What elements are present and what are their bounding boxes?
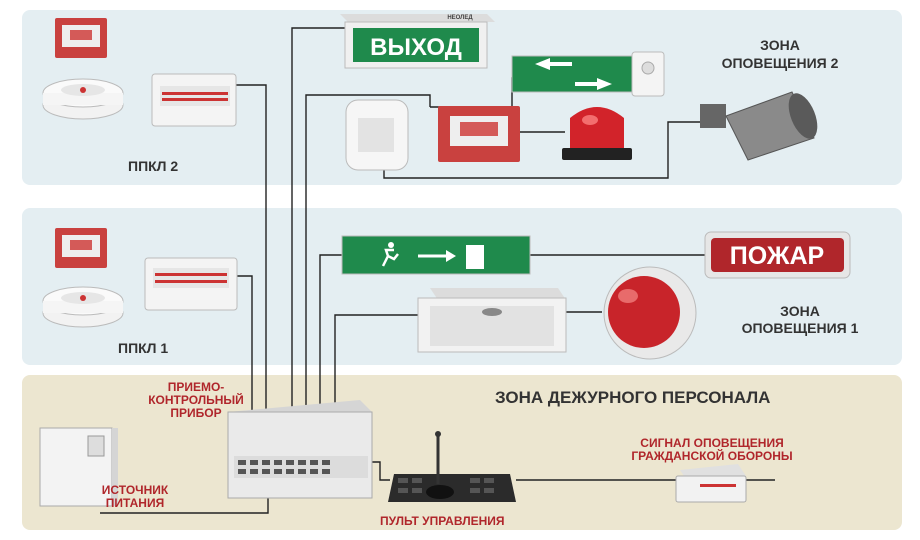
smoke-detector-2 [42,78,124,120]
control-panel-line1: ПРИЕМО- [167,380,225,394]
smoke-detector-1 [42,286,124,328]
manual-call-point-1 [55,228,107,268]
control-console [388,431,516,502]
exit-running-sign [341,235,531,275]
fire-panel-ppkl2 [151,73,237,127]
exit-sign-brand: НЕОЛЕД [447,15,473,21]
control-panel-line2: КОНТРОЛЬНЫЙ [148,393,244,407]
siren-zone1 [603,266,697,360]
zone-duty-background [22,375,902,530]
control-panel-line3: ПРИБОР [170,406,222,420]
manual-call-point-2 [55,18,107,58]
wire-zone2-horn [383,103,700,179]
wire-console [372,461,390,481]
arrow-exit-sign [511,51,665,97]
wall-speaker-zone1 [417,288,567,353]
wire-zone1-speaker [334,314,420,410]
exit-sign-top [340,14,495,69]
ppkl1-label: ППКЛ 1 [118,340,169,356]
red-beacon [562,107,632,160]
wire-ppkl1 [236,275,253,410]
horn-speaker [700,91,818,161]
alert-zone-2-line2: ОПОВЕЩЕНИЯ 2 [721,55,839,71]
alert-zone-1-line1: ЗОНА [780,303,820,319]
wire-zone2-a [305,94,431,410]
control-panel-device [227,400,373,499]
exit-sign-text: ВЫХОД [370,34,462,61]
civil-defense-label: СИГНАЛ ОПОВЕЩЕНИЯ ГРАЖДАНСКОЙ ОБОРОНЫ [612,437,812,463]
fire-sign-text: ПОЖАР [730,242,824,270]
control-panel-label: ПРИЕМО- КОНТРОЛЬНЫЙ ПРИБОР [136,381,256,420]
alert-zone-1-label: ЗОНА ОПОВЕЩЕНИЯ 1 [720,303,880,337]
power-source-line1: ИСТОЧНИК [101,483,169,497]
civil-defense-receiver [675,464,747,503]
alert-zone-2-label: ЗОНА ОПОВЕЩЕНИЯ 2 [700,36,860,72]
civil-defense-line2: ГРАЖДАНСКОЙ ОБОРОНЫ [631,449,793,463]
wire-ppkl2 [236,84,267,410]
manual-call-point-zone2 [438,106,520,162]
civil-defense-line1: СИГНАЛ ОПОВЕЩЕНИЯ [640,436,784,450]
alert-zone-1-line2: ОПОВЕЩЕНИЯ 1 [741,320,859,336]
duty-staff-label: ЗОНА ДЕЖУРНОГО ПЕРСОНАЛА [495,388,771,407]
power-source-label: ИСТОЧНИК ПИТАНИЯ [80,484,190,510]
ceiling-speaker-zone2 [345,99,409,171]
ppkl2-label: ППКЛ 2 [128,158,179,174]
fire-sign [704,231,851,279]
fire-panel-ppkl1 [144,257,238,311]
wire-zone1-exit [319,254,342,410]
alert-zone-2-line1: ЗОНА [760,37,800,53]
power-supply-cabinet [39,427,118,507]
wire-exit-top [291,27,345,410]
console-label: ПУЛЬТ УПРАВЛЕНИЯ [380,514,505,528]
power-source-line2: ПИТАНИЯ [105,496,165,510]
